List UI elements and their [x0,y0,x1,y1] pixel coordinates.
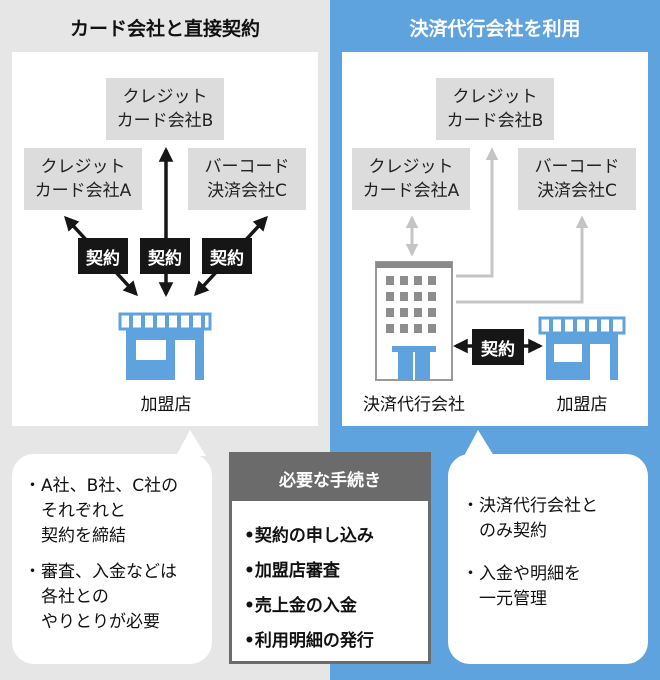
procedure-item: •加盟店審査 [244,561,340,581]
procedure-item: •利用明細の発行 [244,631,374,651]
right-note-2: ・入金や明細を 一元管理 [462,562,581,612]
left-card-b-line1: クレジット [122,87,208,107]
left-barcode-c-line2: 決済会社C [207,181,287,201]
left-card-a-line2: カード会社A [34,181,132,201]
left-note-2-line1: ・審査、入金などは [24,562,177,582]
procedure-item: •売上金の入金 [244,596,357,616]
contract-badge-card-a: 契約 [78,238,128,274]
building-icon [375,261,453,381]
left-note-2-line2: 各社との [24,587,109,607]
right-note-1: ・決済代行会社と のみ契約 [462,494,598,544]
left-bubble-tail [176,430,206,456]
right-card-b-line1: クレジット [452,87,538,107]
procedures-title: 必要な手続き [232,455,428,501]
right-bubble-tail [464,430,494,456]
left-card-a-box: クレジットカード会社A [24,148,142,210]
arrow-agent-card-b [456,147,499,278]
right-card-a-line2: カード会社A [362,181,460,201]
left-note-1-line2: それぞれと [24,501,126,521]
left-note-2-line3: やりとりが必要 [24,612,160,632]
right-barcode-c-line1: バーコード [534,157,620,177]
agent-label: 決済代行会社 [363,395,465,415]
left-barcode-c-line1: バーコード [204,157,290,177]
left-note-1-line3: 契約を締結 [24,526,126,546]
right-note-2-line2: 一元管理 [462,589,547,609]
right-card-b-box: クレジットカード会社B [436,78,554,140]
left-card-a-line1: クレジット [40,157,126,177]
right-note-2-line1: ・入金や明細を [462,564,581,584]
left-card-b-line2: カード会社B [116,111,214,131]
contract-badge-card-b: 契約 [140,238,190,274]
left-note-2: ・審査、入金などは 各社との やりとりが必要 [24,560,177,635]
left-card-b-box: クレジットカード会社B [106,78,224,140]
left-barcode-c-box: バーコード決済会社C [188,148,306,210]
right-store-icon [538,316,626,380]
right-barcode-c-line2: 決済会社C [537,181,617,201]
right-note-bubble [448,454,648,664]
right-card-b-line2: カード会社B [446,111,544,131]
contract-badge-agent: 契約 [472,329,524,365]
left-merchant-label: 加盟店 [140,395,192,415]
procedure-item: •契約の申し込み [244,526,374,546]
left-heading: カード会社と直接契約 [69,18,260,40]
contract-badge-barcode-c: 契約 [202,238,252,274]
left-store-icon [118,312,212,380]
right-card-a-line1: クレジット [368,157,454,177]
left-note-bubble [12,454,212,664]
right-card-a-box: クレジットカード会社A [352,148,470,210]
left-note-1: ・A社、B社、C社の それぞれと 契約を締結 [24,474,178,549]
procedures-box: 必要な手続き •契約の申し込み •加盟店審査 •売上金の入金 •利用明細の発行 [229,452,431,664]
right-note-1-line1: ・決済代行会社と [462,496,598,516]
right-heading: 決済代行会社を利用 [409,18,581,40]
arrow-agent-barcode-c [456,215,589,304]
right-note-1-line2: のみ契約 [462,521,547,541]
right-barcode-c-box: バーコード決済会社C [518,148,636,210]
right-merchant-label: 加盟店 [556,395,608,415]
right-link-arrows [405,147,589,304]
left-note-1-line1: ・A社、B社、C社の [24,476,179,496]
